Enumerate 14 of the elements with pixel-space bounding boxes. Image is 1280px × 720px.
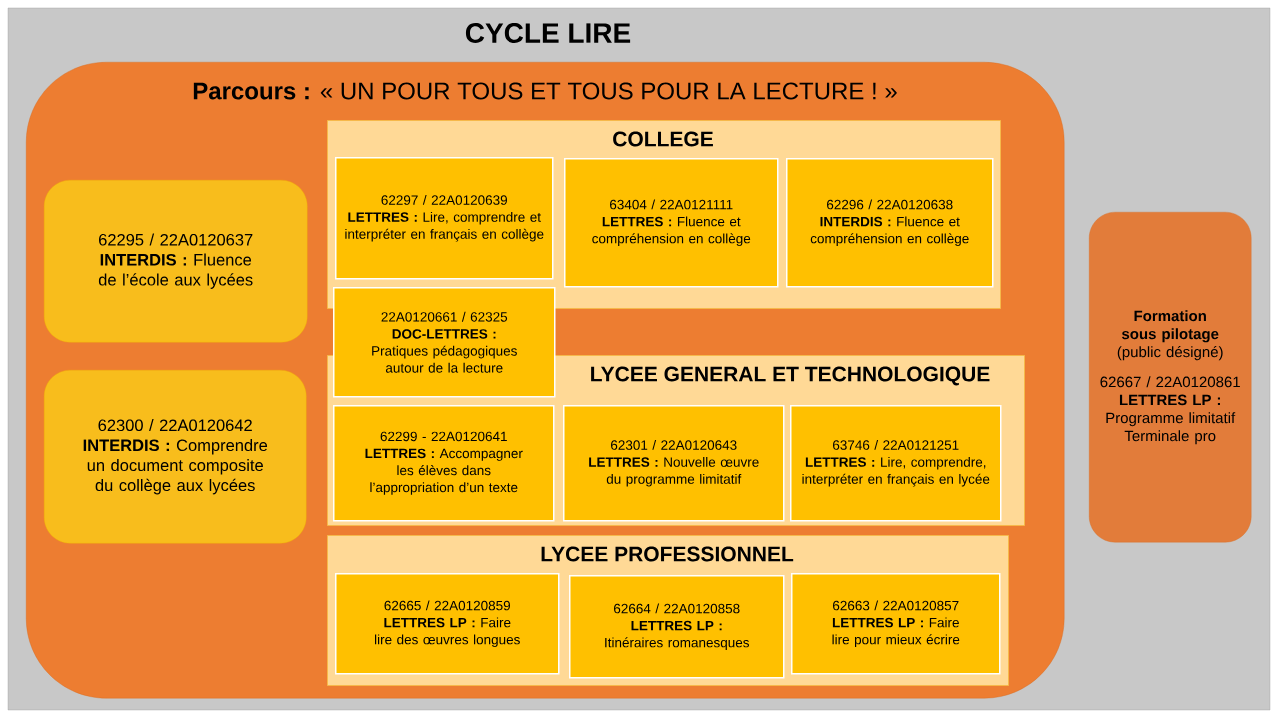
course-card: 62297 / 22A0120639 LETTRES : Lire, comprendre et interpréter en français en collège	[335, 157, 554, 280]
course-card: Formation sous pilotage (public désigné) 62667 / 22A0120861 LETTRES LP : Programme limitatif Terminale pro	[1089, 212, 1252, 543]
course-card: 63746 / 22A0121251 LETTRES : Lire, comprendre, interpréter en français en lycée	[790, 405, 1002, 522]
course-card: 62299 - 22A0120641 LETTRES : Accompagner les élèves dans l’appropriation d’un texte	[333, 405, 555, 522]
course-card: 62663 / 22A0120857 LETTRES LP : Faire lire pour mieux écrire	[791, 573, 1001, 675]
course-card: 62296 / 22A0120638 INTERDIS : Fluence et compréhension en collège	[786, 158, 994, 288]
course-card: 62300 / 22A0120642 INTERDIS : Comprendre un document composite du collège aux lycées	[44, 370, 307, 544]
course-card: 63404 / 22A0121111 LETTRES : Fluence et compréhension en collège	[564, 158, 779, 288]
course-card: 62665 / 22A0120859 LETTRES LP : Faire lire des œuvres longues	[335, 573, 560, 675]
title: CYCLE LIRE	[465, 23, 631, 43]
course-card: 22A0120661 / 62325 DOC-LETTRES : Pratiques pédagogiques autour de la lecture	[333, 287, 556, 398]
course-card: 62301 / 22A0120643 LETTRES : Nouvelle œuvre du programme limitatif	[563, 405, 785, 522]
course-card: 62664 / 22A0120858 LETTRES LP : Itinéraires romanesques	[569, 575, 785, 679]
course-card: 62295 / 22A0120637 INTERDIS : Fluence de l’école aux lycées	[44, 180, 308, 343]
